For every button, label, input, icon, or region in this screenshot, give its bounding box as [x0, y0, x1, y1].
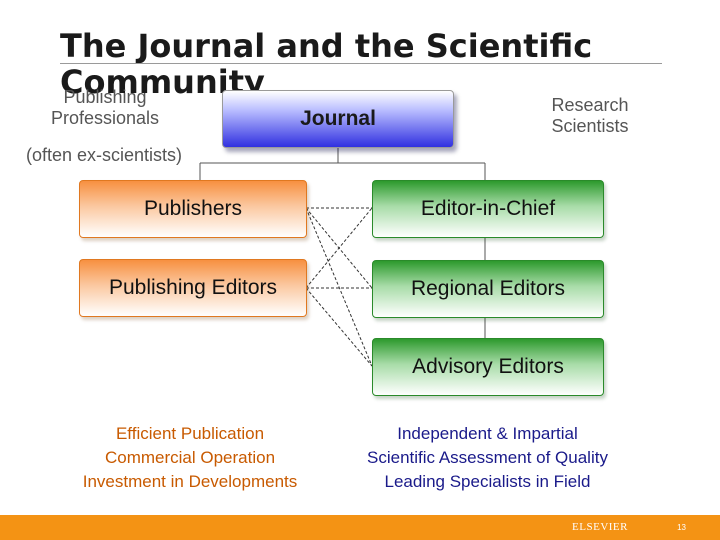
- publishers-label: Publishers: [143, 197, 243, 220]
- publisher-role-item: Investment in Developments: [82, 472, 298, 491]
- journal-label: Journal: [300, 107, 376, 130]
- publishing-editors-box: Publishing Editors: [79, 259, 307, 317]
- editor-in-chief-label: Editor-in-Chief: [420, 197, 556, 220]
- title-divider: [60, 63, 662, 64]
- scientist-roles-list: Independent & Impartial Scientific Asses…: [335, 422, 640, 494]
- page-number: 13: [677, 523, 686, 532]
- scientist-role-item: Independent & Impartial: [397, 424, 578, 443]
- scientist-role-item: Scientific Assessment of Quality: [367, 448, 608, 467]
- right-label-line2: Scientists: [551, 116, 629, 136]
- link-pub-adv: [305, 207, 373, 367]
- left-label-line2: Professionals: [50, 108, 160, 128]
- left-label-line3: (often ex-scientists): [25, 145, 183, 165]
- publishing-editors-label: Publishing Editors: [108, 276, 278, 299]
- right-label-line1: Research: [551, 95, 629, 115]
- publishing-professionals-label: Publishing Professionals: [40, 87, 170, 129]
- research-scientists-label: Research Scientists: [530, 95, 650, 137]
- link-ped-eic: [305, 207, 373, 289]
- advisory-editors-label: Advisory Editors: [412, 355, 564, 378]
- left-label-line1: Publishing: [63, 87, 147, 107]
- regional-editors-label: Regional Editors: [410, 277, 566, 300]
- scientist-role-item: Leading Specialists in Field: [384, 472, 591, 491]
- link-ped-adv: [305, 287, 373, 367]
- footer-bar: [0, 515, 720, 540]
- publisher-role-item: Efficient Publication: [115, 424, 265, 443]
- advisory-editors-box: Advisory Editors: [372, 338, 604, 396]
- regional-editors-box: Regional Editors: [372, 260, 604, 318]
- slide-title: The Journal and the Scientific Community: [60, 27, 593, 101]
- publishers-box: Publishers: [79, 180, 307, 238]
- editor-in-chief-box: Editor-in-Chief: [372, 180, 604, 238]
- brand-logo-text: ELSEVIER: [572, 521, 628, 533]
- journal-box: Journal: [222, 90, 454, 148]
- publisher-roles-list: Efficient Publication Commercial Operati…: [50, 422, 330, 494]
- publisher-role-item: Commercial Operation: [104, 448, 276, 467]
